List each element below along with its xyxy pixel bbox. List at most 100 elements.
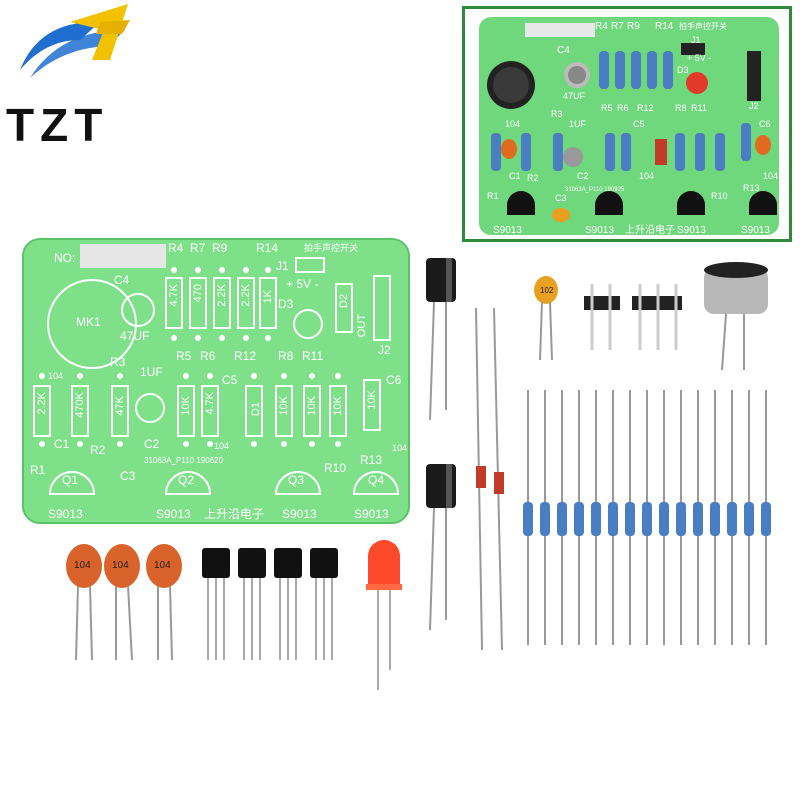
inset-r13: R13 [743, 183, 760, 193]
assembled-board-photo: 上升沿电子 S9013 S9013 S9013 S9013 R4 R7 R9 R… [462, 6, 792, 242]
pcb-r5-label: R5 [176, 349, 192, 363]
pcb-r1-label: R1 [30, 463, 46, 477]
pcb-s9013-3: S9013 [282, 507, 317, 521]
inset-c5: C5 [633, 119, 645, 129]
electrolytic-capacitor-icon [426, 258, 456, 421]
pcb-rb-value-1: 2.2K [36, 392, 48, 415]
inset-r9: R9 [627, 21, 640, 32]
ceramic-cap-label-2: 104 [112, 560, 129, 571]
pcb-r9-label: R9 [212, 241, 228, 255]
inset-r8: R8 [675, 103, 687, 113]
pcb-mk1-label: MK1 [76, 315, 101, 329]
pcb-r-value-3: 2.2K [216, 284, 228, 307]
ceramic-cap-label-1: 104 [74, 560, 91, 571]
pcb-rb-value-7: 10K [306, 396, 318, 416]
pcb-c3-label: C3 [120, 469, 136, 483]
inset-s9013-3: S9013 [677, 225, 706, 236]
pin-header-icon [584, 284, 620, 350]
inset-r1: R1 [487, 191, 499, 201]
led-icon [686, 72, 708, 94]
pcb-r-value-5: 1K [262, 290, 274, 304]
inset-j1: J1 [691, 35, 701, 45]
pin-header-icon [632, 284, 682, 350]
resistor-row-icon [527, 390, 767, 645]
pcb-c2-label: C2 [144, 437, 160, 451]
inset-s9013-2: S9013 [585, 225, 614, 236]
tzt-logo: TZT [0, 0, 160, 160]
pcb-r-value-4: 2.2K [240, 284, 252, 307]
pcb-104-label-a: 104 [48, 371, 64, 381]
pcb-r11-label: R11 [302, 349, 324, 363]
pcb-rb-value-8: 10K [332, 396, 344, 416]
pcb-r-value-2: 470 [192, 284, 204, 303]
pcb-out-label: OUT [356, 314, 368, 338]
pcb-rb-value-6: 10K [278, 396, 290, 416]
bare-pcb: NO: 拍手声控开关 R4 R7 R9 R14 J1 + 5V - D3 J2 … [22, 238, 410, 524]
pcb-104-label-c: 104 [392, 443, 408, 453]
transistor-icon [274, 548, 302, 660]
microphone-icon [704, 262, 768, 371]
inset-c2-value: 1UF [569, 119, 587, 129]
pcb-rb-value-3: 47K [114, 396, 126, 416]
inset-r5: R5 [601, 103, 613, 113]
inset-104-a: 104 [505, 119, 520, 129]
transistor-icon [238, 548, 266, 660]
pcb-r4-label: R4 [168, 241, 184, 255]
pcb-s9013-4: S9013 [354, 507, 389, 521]
small-cap-label: 102 [540, 286, 554, 295]
diode-icon [475, 307, 486, 651]
pcb-r13-label: R13 [360, 453, 383, 467]
pcb-q4-label: Q4 [368, 473, 385, 487]
pcb-r10-label: R10 [324, 461, 347, 475]
pcb-rb-value-2: 470K [74, 392, 86, 418]
transistor-icon [310, 548, 338, 660]
pcb-q1-label: Q1 [62, 473, 79, 487]
inset-c3: C3 [555, 193, 567, 203]
electrolytic-capacitor-icon [426, 464, 456, 631]
pcb-104-label-b: 104 [214, 441, 230, 451]
pcb-rb-value-4: 10K [180, 396, 192, 416]
pcb-j1-label: J1 [276, 259, 289, 273]
pcb-r2-label: R2 [90, 443, 106, 457]
pcb-s9013-2: S9013 [156, 507, 191, 521]
inset-r12: R12 [637, 103, 654, 113]
pcb-c4-label: C4 [114, 273, 130, 287]
pcb-r14-label: R14 [256, 241, 279, 255]
pcb-title: 拍手声控开关 [304, 243, 359, 253]
inset-maker: 上升沿电子 [625, 223, 675, 236]
transistor-icon [202, 548, 230, 660]
inset-r14: R14 [655, 21, 674, 32]
pcb-r3-label: R3 [110, 355, 126, 369]
pcb-rb-value-9: 10K [366, 390, 378, 410]
pcb-c6-label: C6 [386, 373, 402, 387]
inset-s9013-4: S9013 [741, 225, 770, 236]
inset-j2: J2 [749, 101, 759, 111]
pcb-silkscreen [33, 244, 400, 495]
inset-power: + 5V - [687, 53, 711, 63]
pcb-r8-label: R8 [278, 349, 294, 363]
pcb-j2-label: J2 [378, 343, 391, 357]
inset-r2: R2 [527, 173, 539, 183]
logo-mark-icon [20, 4, 130, 78]
inset-c4: C4 [557, 45, 570, 56]
pcb-r6-label: R6 [200, 349, 216, 363]
pcb-board-code: 31063A_P110 190620 [144, 456, 224, 465]
pcb-d3-label: D3 [278, 297, 294, 311]
pcb-c1-label: C1 [54, 437, 70, 451]
pcb-c4-value: 47UF [120, 329, 150, 343]
inset-r10: R10 [711, 191, 728, 201]
inset-104-c: 104 [763, 171, 778, 181]
inset-c2: C2 [577, 171, 589, 181]
inset-c4-value: 47UF [563, 91, 586, 101]
pcb-q3-label: Q3 [288, 473, 305, 487]
pcb-s9013-1: S9013 [48, 507, 83, 521]
ceramic-cap-label-3: 104 [154, 560, 171, 571]
inset-r6: R6 [617, 103, 629, 113]
diode-icon [493, 307, 504, 651]
inset-c1: C1 [509, 171, 521, 181]
pcb-maker: 上升沿电子 [204, 507, 265, 521]
pcb-r7-label: R7 [190, 241, 206, 255]
pcb-r12-label: R12 [234, 349, 257, 363]
inset-code: 31063A_P110 190925 [565, 187, 625, 193]
pcb-power-label: + 5V - [286, 277, 319, 291]
